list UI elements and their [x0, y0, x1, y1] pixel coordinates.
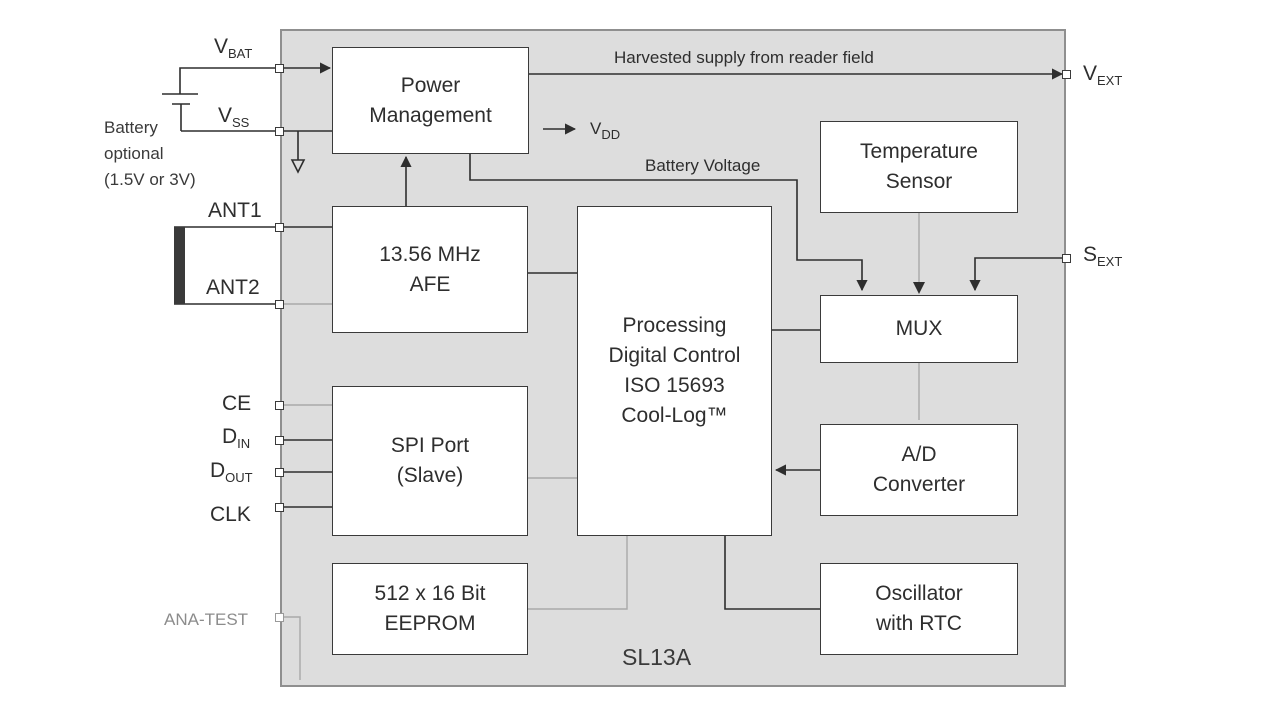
- label-vext: VEXT: [1083, 62, 1123, 88]
- label-ant2: ANT2: [206, 276, 260, 299]
- ad-converter-line1: A/D: [901, 443, 937, 466]
- processing-line1: Processing: [622, 314, 727, 337]
- label-vss: VSS: [218, 104, 250, 130]
- mux-arrow-temp: [913, 282, 925, 294]
- pin-ant1: [275, 223, 284, 232]
- pin-dout: [275, 468, 284, 477]
- wire-proc-osc: [724, 536, 820, 610]
- oscillator-line2: with RTC: [876, 612, 962, 635]
- battery-note-line3: (1.5V or 3V): [104, 170, 196, 189]
- label-ana-test: ANA-TEST: [164, 610, 249, 629]
- processing-line2: Digital Control: [608, 344, 741, 367]
- ground-symbol: [290, 131, 306, 174]
- ad-converter-line2: Converter: [872, 473, 966, 496]
- pin-sext: [1062, 254, 1071, 263]
- label-vbat: VBAT: [214, 35, 253, 61]
- power-management-line2: Management: [369, 103, 492, 127]
- label-vdd: VDD: [590, 119, 621, 142]
- label-battery-voltage: Battery Voltage: [645, 156, 761, 175]
- antenna-coil: [174, 227, 185, 304]
- power-management-line1: Power: [400, 73, 461, 97]
- temperature-sensor-line2: Sensor: [885, 170, 953, 193]
- wire-battery-voltage: [469, 153, 868, 292]
- label-sext: SEXT: [1083, 243, 1123, 269]
- afe-line1: 13.56 MHz: [379, 242, 481, 266]
- pin-vss: [275, 127, 284, 136]
- processing-line3: ISO 15693: [624, 374, 725, 397]
- label-din: DIN: [222, 425, 251, 451]
- processing-line4: Cool-Log™: [621, 404, 728, 427]
- eeprom-line2: EEPROM: [384, 612, 476, 635]
- wire-proc-eeprom: [528, 536, 628, 610]
- oscillator-block: Oscillator with RTC: [820, 563, 1018, 655]
- battery-note: Battery optional (1.5V or 3V): [104, 115, 196, 193]
- wire-anatest: [283, 616, 301, 680]
- pin-vbat: [275, 64, 284, 73]
- label-clk: CLK: [210, 503, 251, 526]
- spi-port-block: SPI Port (Slave): [332, 386, 528, 536]
- pin-ce: [275, 401, 284, 410]
- afe-line2: AFE: [409, 272, 451, 296]
- spi-port-line1: SPI Port: [390, 434, 470, 457]
- pin-clk: [275, 503, 284, 512]
- label-harvested-supply: Harvested supply from reader field: [614, 48, 874, 67]
- battery-symbol: [162, 93, 279, 132]
- pin-din: [275, 436, 284, 445]
- label-dout: DOUT: [210, 459, 253, 485]
- battery-note-line1: Battery: [104, 118, 158, 137]
- wire-vbat: [179, 67, 279, 94]
- eeprom-line1: 512 x 16 Bit: [374, 582, 486, 605]
- mux-block: MUX: [820, 295, 1018, 363]
- ad-converter-block: A/D Converter: [820, 424, 1018, 516]
- label-ant1: ANT1: [208, 199, 262, 222]
- mux-label: MUX: [895, 317, 943, 340]
- spi-port-line2: (Slave): [396, 464, 464, 487]
- oscillator-line1: Oscillator: [875, 582, 963, 605]
- pin-ant2: [275, 300, 284, 309]
- wire-sext: [969, 257, 1062, 292]
- pin-ana-test: [275, 613, 284, 622]
- battery-note-line2: optional: [104, 144, 164, 163]
- label-ce: CE: [222, 392, 252, 415]
- chip-name: SL13A: [622, 644, 692, 670]
- pin-vext: [1062, 70, 1071, 79]
- temperature-sensor-line1: Temperature: [860, 140, 978, 163]
